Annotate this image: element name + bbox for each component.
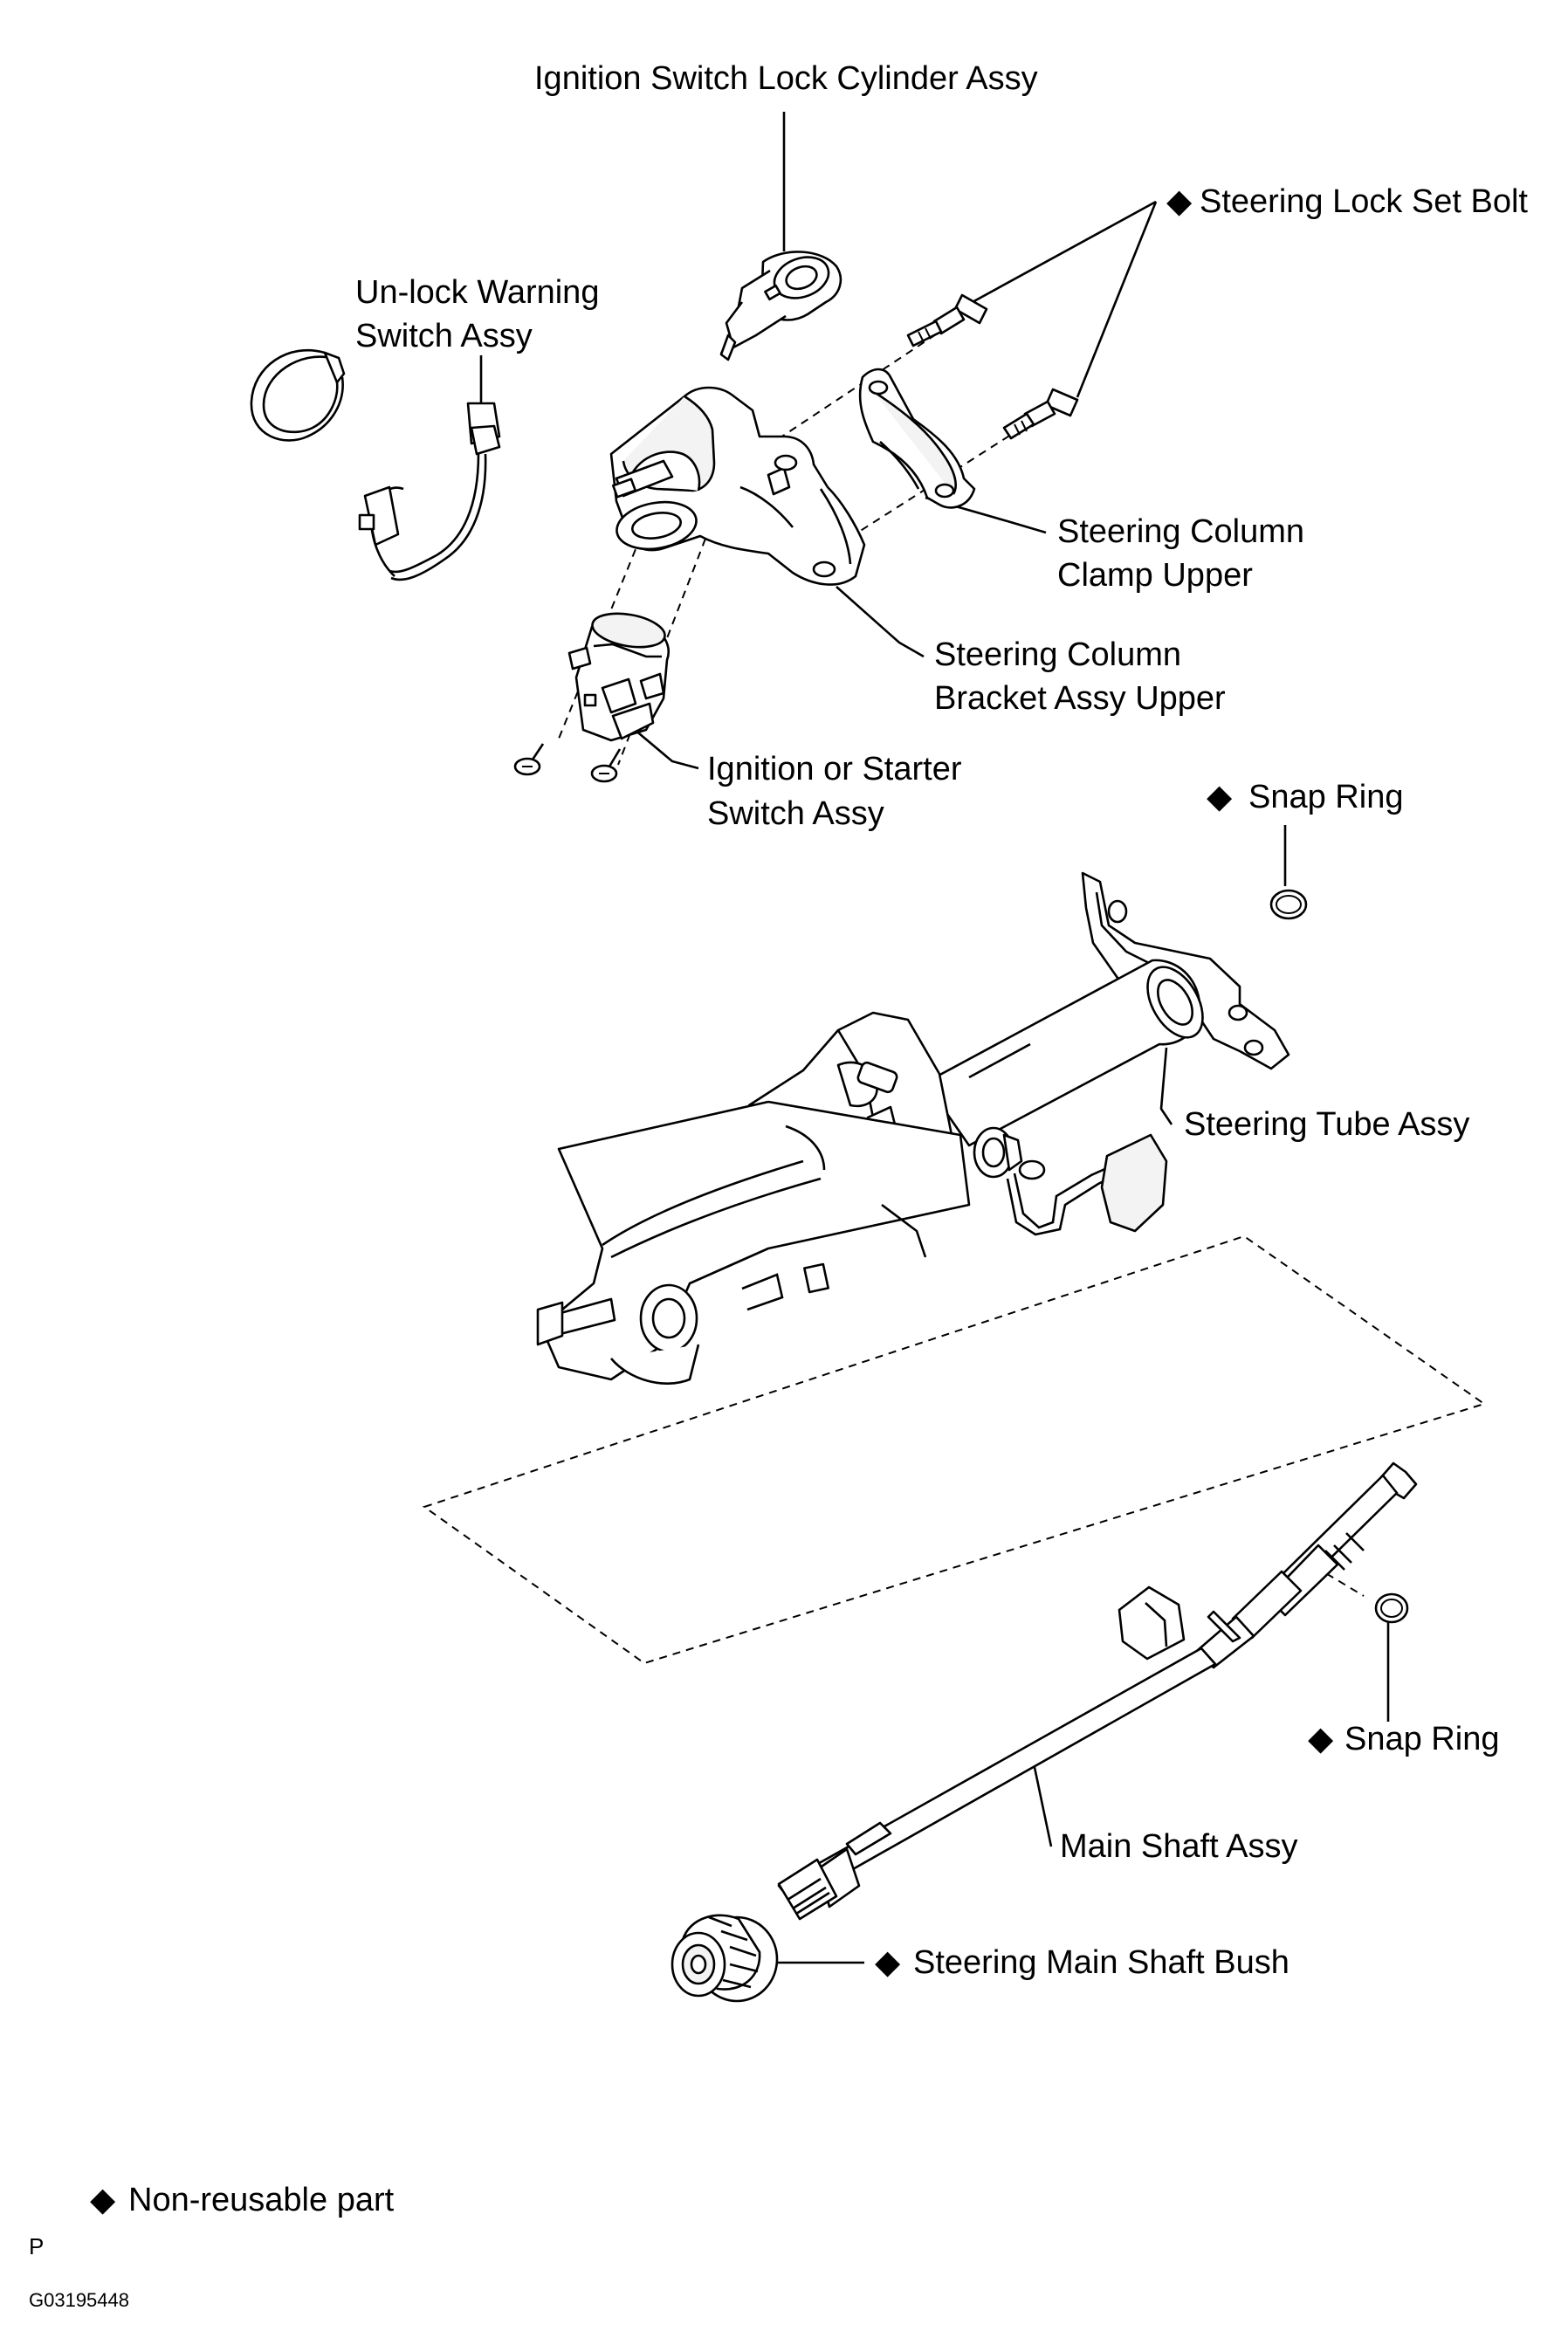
- label-snap-ring-top: ◆ Snap Ring: [1207, 779, 1403, 815]
- snap-ring-top-part: [1269, 889, 1308, 920]
- main-shaft-bush-part: [671, 1914, 779, 2003]
- alignment-dashed-lines: [422, 334, 1487, 1665]
- svg-text:Steering Main Shaft Bush: Steering Main Shaft Bush: [913, 1944, 1289, 1981]
- lock-cylinder-part: [719, 251, 842, 361]
- legend: ◆ Non-reusable part: [90, 2182, 395, 2218]
- svg-text:Steering Lock Set Bolt: Steering Lock Set Bolt: [1200, 183, 1528, 220]
- label-lock-cylinder: Ignition Switch Lock Cylinder Assy: [534, 60, 1038, 97]
- label-lock-set-bolt: ◆ Steering Lock Set Bolt: [1166, 183, 1528, 220]
- starter-switch-screw-right: [590, 748, 622, 783]
- figure-code: G03195448: [29, 2289, 129, 2311]
- legend-text: Non-reusable part: [128, 2182, 395, 2218]
- lock-set-bolt-lower: [1002, 388, 1079, 440]
- snap-ring-bottom-part: [1374, 1592, 1409, 1624]
- lock-set-bolt-upper: [906, 293, 988, 347]
- leader-lines: [479, 112, 1390, 1964]
- steering-tube-assy-part: [536, 871, 1290, 1386]
- non-reusable-diamond-icon: ◆: [875, 1944, 901, 1981]
- shaft-insertion-outline: [422, 1234, 1487, 1665]
- footer-letter: P: [29, 2233, 44, 2259]
- label-clamp-upper-line2: Clamp Upper: [1057, 557, 1253, 594]
- starter-switch-part: [567, 612, 670, 742]
- label-unlock-warning-line2: Switch Assy: [355, 318, 533, 354]
- unlock-switch-snap-ring: [250, 348, 346, 442]
- column-bracket-upper-part: [609, 386, 866, 586]
- starter-switch-screw-left: [513, 743, 545, 776]
- label-starter-switch-line1: Ignition or Starter: [707, 751, 962, 787]
- label-snap-ring-bottom: ◆ Snap Ring: [1308, 1721, 1499, 1757]
- label-bracket-upper-line2: Bracket Assy Upper: [934, 680, 1226, 717]
- unlock-warning-switch-part: [358, 402, 501, 581]
- non-reusable-diamond-icon: ◆: [1166, 183, 1193, 220]
- label-clamp-upper-line1: Steering Column: [1057, 513, 1304, 550]
- main-shaft-assy-part: [777, 1461, 1418, 1921]
- non-reusable-diamond-icon: ◆: [1308, 1721, 1334, 1757]
- non-reusable-diamond-icon: ◆: [1207, 779, 1233, 815]
- label-bracket-upper-line1: Steering Column: [934, 636, 1181, 673]
- label-unlock-warning-line1: Un-lock Warning: [355, 274, 599, 311]
- label-main-shaft: Main Shaft Assy: [1060, 1828, 1297, 1865]
- label-starter-switch-line2: Switch Assy: [707, 795, 884, 832]
- label-main-shaft-bush: ◆ Steering Main Shaft Bush: [875, 1944, 1289, 1981]
- non-reusable-diamond-icon: ◆: [90, 2182, 116, 2218]
- svg-text:Snap Ring: Snap Ring: [1344, 1721, 1499, 1757]
- svg-text:Snap Ring: Snap Ring: [1248, 779, 1403, 815]
- column-clamp-upper-part: [858, 368, 976, 509]
- label-tube-assy: Steering Tube Assy: [1184, 1106, 1469, 1143]
